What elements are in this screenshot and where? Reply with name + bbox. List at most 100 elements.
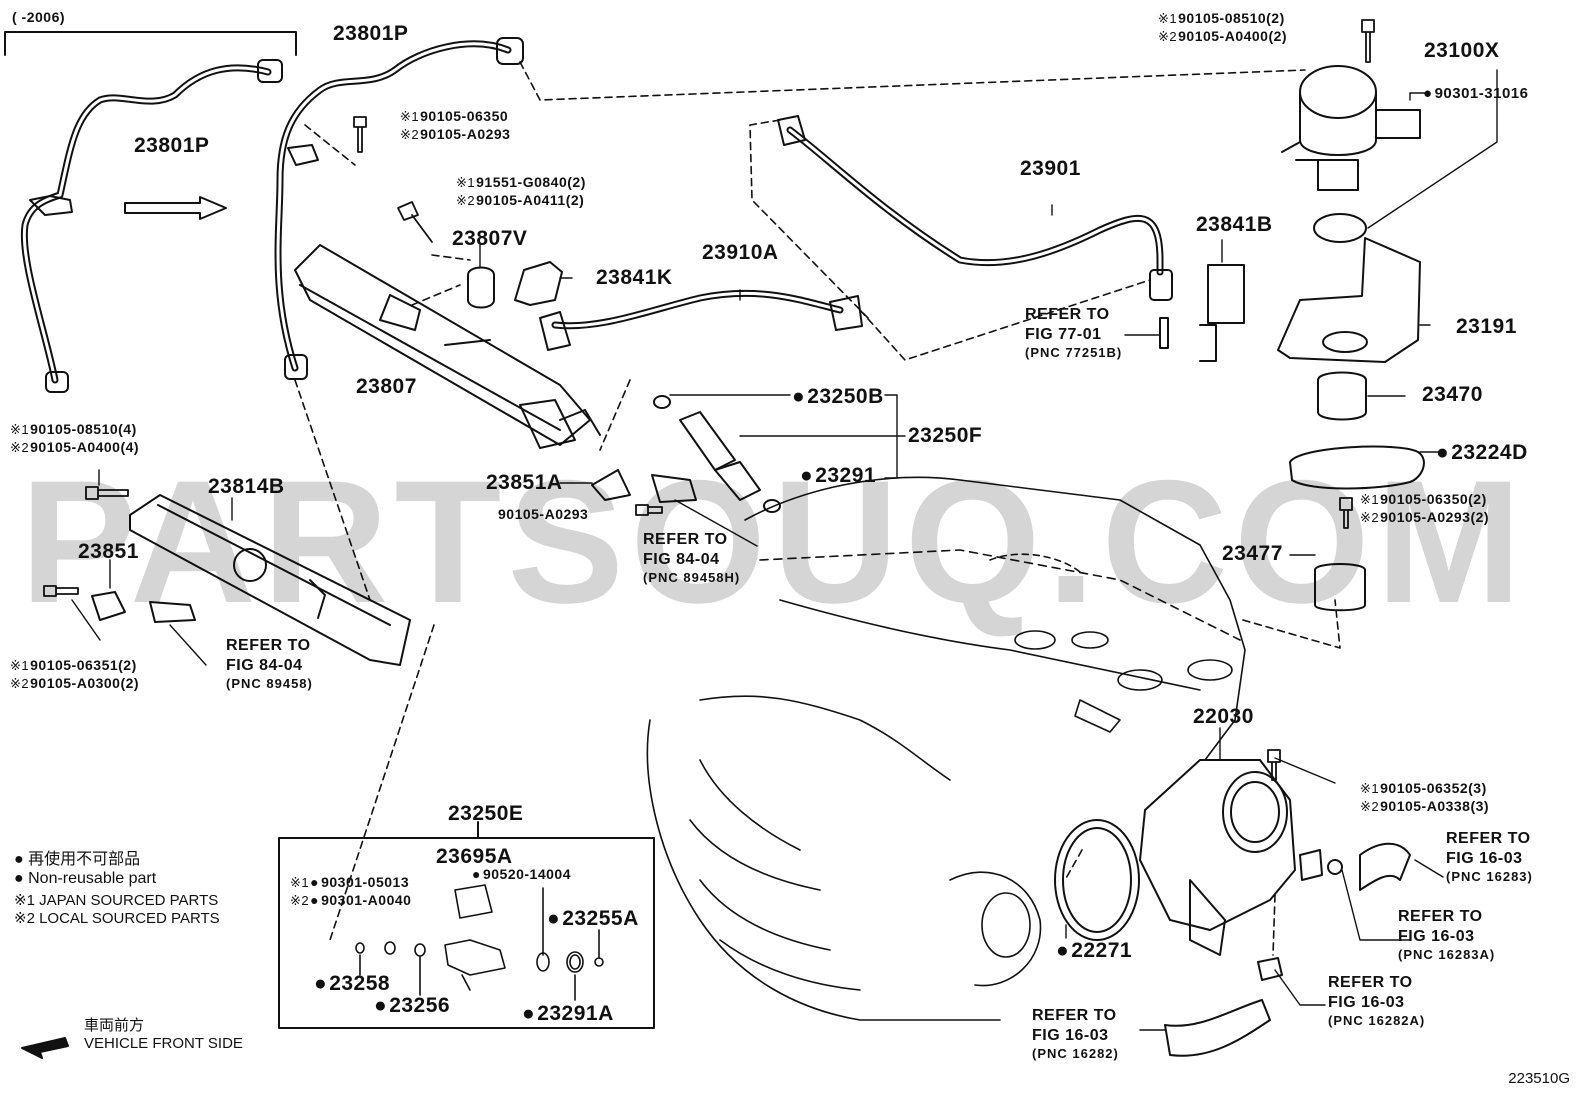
part-23851[interactable]: 23851	[78, 540, 139, 563]
kit-box-23250E	[278, 837, 655, 1029]
part-23224D[interactable]: 23224D	[1436, 442, 1528, 463]
fuel-rail-23814B	[129, 494, 411, 666]
throttle-body-22030	[1139, 759, 1343, 956]
refer-pnc: (PNC 77251B)	[1025, 345, 1123, 360]
bolt-shapes	[43, 19, 1375, 781]
part-23100X[interactable]: 23100X	[1424, 39, 1500, 62]
bracket-23851	[91, 591, 126, 621]
bolt-90105-A0411-2[interactable]: 90105-A0411(2)	[476, 191, 585, 208]
part-23477[interactable]: 23477	[1222, 542, 1283, 565]
bolt-90105-A0338-3[interactable]: 90105-A0338(3)	[1380, 797, 1490, 814]
bullet-icon: ●	[14, 851, 24, 868]
bolt-90105-06351-2[interactable]: 90105-06351(2)	[30, 657, 137, 673]
bolt-90520-14004[interactable]: 90520-14004	[472, 866, 571, 884]
bolt-90105-A0293-2[interactable]: 90105-A0293(2)	[1380, 508, 1490, 525]
refer-fig-16-03-16282A[interactable]: REFER TO FIG 16-03 (PNC 16282A)	[1328, 973, 1425, 1029]
refer-fig-77-01[interactable]: REFER TO FIG 77-01 (PNC 77251B)	[1025, 305, 1122, 361]
part-23807[interactable]: 23807	[356, 375, 417, 398]
part-23250F[interactable]: 23250F	[908, 424, 983, 447]
bracket-23191	[1277, 237, 1421, 363]
part-23901[interactable]: 23901	[1020, 157, 1081, 180]
part-23841B[interactable]: 23841B	[1196, 213, 1273, 236]
mark-2: ※2	[1158, 28, 1178, 44]
refer-line: REFER TO	[1032, 1007, 1117, 1024]
refer-pnc: (PNC 16282A)	[1328, 1013, 1426, 1028]
part-23291A[interactable]: 23291A	[522, 1003, 614, 1024]
bolt-callout-91551: ※191551-G0840(2) ※290105-A0411(2)	[456, 174, 586, 209]
lifter-23470	[1317, 371, 1367, 421]
refer-line: REFER TO	[226, 637, 311, 654]
mark-1: ※1	[400, 109, 420, 124]
bolt-90105-06350-2[interactable]: 90105-06350(2)	[1380, 491, 1487, 507]
mark-1: ※1	[1360, 492, 1380, 507]
clip-23841K	[514, 261, 563, 306]
mark-2: ※2	[290, 892, 310, 908]
refer-fig: FIG 84-04	[643, 551, 720, 568]
legend-local-sourced: ※2 LOCAL SOURCED PARTS	[14, 910, 220, 928]
part-23910A[interactable]: 23910A	[702, 241, 779, 264]
part-23814B[interactable]: 23814B	[208, 475, 285, 498]
part-22030[interactable]: 22030	[1193, 705, 1254, 728]
part-22271[interactable]: 22271	[1056, 940, 1132, 961]
bolt-callout-left-low: ※190105-06351(2) ※290105-A0300(2)	[10, 657, 139, 692]
injector-23250F	[653, 395, 781, 513]
fuel-rail-23807	[294, 244, 601, 449]
bolt-90105-06350[interactable]: 90105-06350	[420, 108, 509, 124]
part-23291[interactable]: 23291	[800, 465, 876, 486]
mark-2: ※2	[456, 192, 476, 208]
refer-pnc: (PNC 16282)	[1032, 1046, 1119, 1061]
bolt-90105-08510-2[interactable]: 90105-08510(2)	[1178, 10, 1285, 26]
spacer-23807V	[467, 266, 495, 309]
part-23470[interactable]: 23470	[1422, 383, 1483, 406]
part-23807V[interactable]: 23807V	[452, 227, 528, 250]
bolt-90105-A0293[interactable]: 90105-A0293	[420, 125, 511, 142]
mark-2: ※2	[400, 126, 420, 142]
refer-pnc: (PNC 16283)	[1446, 869, 1533, 884]
refer-fig-84-04-h[interactable]: REFER TO FIG 84-04 (PNC 89458H)	[643, 530, 740, 586]
bolt-90105-A0293-injector[interactable]: 90105-A0293	[498, 506, 589, 522]
part-23801P-top[interactable]: 23801P	[333, 22, 409, 45]
refer-line: REFER TO	[1446, 830, 1531, 847]
part-23255A[interactable]: 23255A	[547, 908, 639, 929]
fuel-pipe-23801P	[274, 37, 524, 380]
part-23258[interactable]: 23258	[314, 973, 390, 994]
refer-fig-16-03-16282[interactable]: REFER TO FIG 16-03 (PNC 16282)	[1032, 1006, 1119, 1062]
refer-fig-16-03-16283[interactable]: REFER TO FIG 16-03 (PNC 16283)	[1446, 829, 1533, 885]
refer-line: REFER TO	[643, 531, 728, 548]
hose-16283	[1359, 842, 1411, 891]
refer-fig-84-04[interactable]: REFER TO FIG 84-04 (PNC 89458)	[226, 636, 313, 692]
year-note: ( -2006)	[12, 9, 66, 25]
bolt-90301-31016[interactable]: 90301-31016	[1423, 85, 1528, 104]
mark-1: ※1	[1360, 781, 1380, 796]
part-23801P-left[interactable]: 23801P	[134, 134, 210, 157]
mark-2: ※2	[1360, 509, 1380, 525]
part-23250E[interactable]: 23250E	[448, 802, 524, 825]
bolt-90301-05013[interactable]: 90301-05013	[310, 874, 409, 890]
bolt-90105-A0400-2[interactable]: 90105-A0400(2)	[1178, 27, 1288, 44]
mark-2: ※2	[1360, 798, 1380, 814]
vehicle-front-label: 車両前方 VEHICLE FRONT SIDE	[84, 1017, 243, 1053]
part-23841K[interactable]: 23841K	[596, 266, 673, 289]
bolt-90105-06352-3[interactable]: 90105-06352(3)	[1380, 780, 1487, 796]
part-23191[interactable]: 23191	[1456, 315, 1517, 338]
fuel-pipe-23801P-old	[20, 59, 283, 393]
bolt-91551-G0840-2[interactable]: 91551-G0840(2)	[476, 174, 586, 190]
bolt-90105-08510-4[interactable]: 90105-08510(4)	[30, 421, 137, 437]
transition-arrow	[124, 196, 227, 220]
bolt-callout-pump: ※190105-08510(2) ※290105-A0400(2)	[1158, 10, 1287, 45]
sensor-89458H	[651, 474, 697, 503]
part-23851A[interactable]: 23851A	[486, 471, 563, 494]
gasket-23224D	[1289, 445, 1425, 490]
bolt-90105-A0400-4[interactable]: 90105-A0400(4)	[30, 438, 140, 455]
hose-23901	[786, 126, 1164, 276]
bolt-90301-A0040[interactable]: 90301-A0040	[310, 892, 411, 908]
front-label-en: VEHICLE FRONT SIDE	[84, 1035, 243, 1052]
gasket-22271	[1054, 819, 1140, 941]
bolt-90105-A0300-2[interactable]: 90105-A0300(2)	[30, 674, 140, 691]
kit-contents	[355, 884, 604, 1001]
refer-fig-16-03-16283A[interactable]: REFER TO FIG 16-03 (PNC 16283A)	[1398, 907, 1495, 963]
part-23256[interactable]: 23256	[374, 995, 450, 1016]
bolt-callout-kit: ※190301-05013 ※290301-A0040	[290, 874, 411, 909]
part-23250B[interactable]: 23250B	[792, 386, 884, 407]
part-23695A[interactable]: 23695A	[436, 845, 513, 868]
